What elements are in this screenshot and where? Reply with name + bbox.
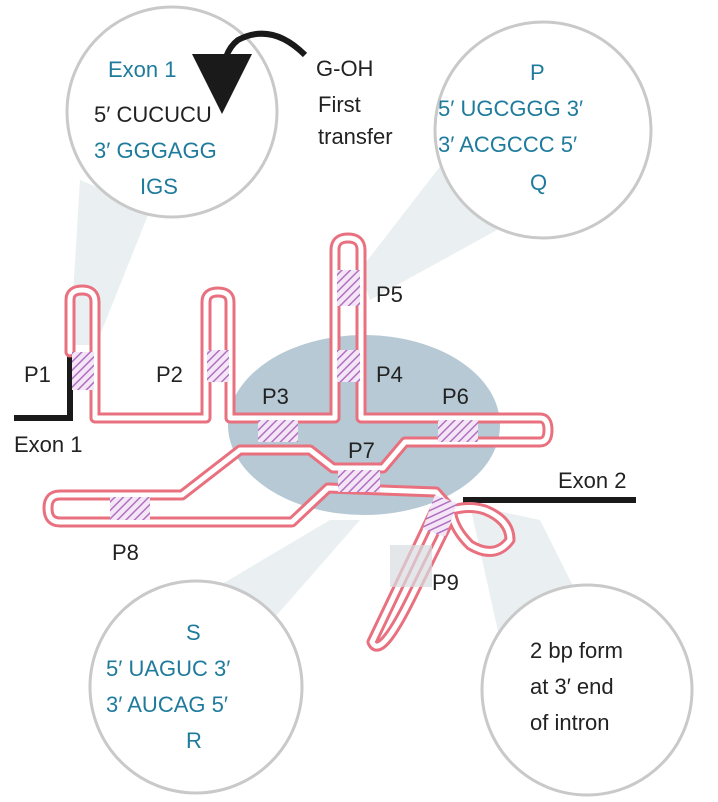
pairing-p3: [258, 420, 298, 442]
callout-bottom-left-strand-bottom: 3′ AUCAG 5′: [106, 692, 228, 717]
callout-top-left-igs: IGS: [140, 174, 178, 199]
pairing-p5: [337, 270, 360, 306]
first-transfer-line-1: First: [318, 92, 361, 117]
catalytic-core: [228, 335, 500, 515]
exon-1-strand: [14, 352, 73, 421]
helix-label-p3: P3: [262, 384, 289, 409]
pairing-p1: [72, 352, 94, 390]
helix-label-p4: P4: [376, 362, 403, 387]
pairing-p7: [338, 470, 380, 492]
callout-bottom-left-circle: [88, 579, 304, 795]
intron-rna-strand: [42, 232, 554, 652]
callout-top-left-strand-top: 5′ CUCUCU: [94, 102, 212, 127]
callout-top-right-q: Q: [530, 170, 547, 195]
callout-bottom-right-line-2: at 3′ end: [530, 674, 614, 699]
helix-label-p5: P5: [376, 282, 403, 307]
callout-bottom-left-r: R: [186, 728, 202, 753]
callout-top-right: P 5′ UGCGGG 3′ 3′ ACGCCC 5′ Q: [433, 20, 653, 240]
pairing-p2: [207, 350, 229, 382]
pairing-p9-shadow: [390, 545, 432, 587]
callout-top-left-strand-bottom: 3′ GGGAGG: [94, 138, 217, 163]
callout-bottom-right-line-1: 2 bp form: [530, 638, 623, 663]
callout-top-right-strand-top: 5′ UGCGGG 3′: [438, 96, 583, 121]
helix-label-p8: P8: [112, 540, 139, 565]
callout-bottom-left-s: S: [186, 620, 201, 645]
helix-label-p7: P7: [348, 438, 375, 463]
callout-bottom-left: S 5′ UAGUC 3′ 3′ AUCAG 5′ R: [88, 579, 304, 795]
helix-label-p6: P6: [442, 384, 469, 409]
callout-bottom-right-line-3: of intron: [530, 710, 610, 735]
helix-label-p2: P2: [156, 362, 183, 387]
callout-top-left-exon: Exon 1: [108, 57, 177, 82]
exon-2-label: Exon 2: [558, 468, 627, 493]
callout-top-right-p: P: [530, 60, 545, 85]
first-transfer-arrow: [192, 30, 308, 114]
pairing-p6: [438, 420, 478, 442]
helix-label-p9: P9: [432, 570, 459, 595]
callout-bottom-right: 2 bp form at 3′ end of intron: [480, 583, 694, 797]
helix-label-p1: P1: [24, 362, 51, 387]
pairing-p8: [110, 497, 150, 520]
pairing-p9: [422, 494, 458, 538]
pairing-p4: [337, 350, 360, 382]
exon-1-label: Exon 1: [14, 432, 83, 457]
first-transfer-line-2: transfer: [318, 124, 393, 149]
callout-bottom-left-strand-top: 5′ UAGUC 3′: [106, 656, 230, 681]
callout-top-right-strand-bottom: 3′ ACGCCC 5′: [438, 132, 577, 157]
callout-bottom-right-circle: [480, 583, 694, 797]
callout-top-right-circle: [433, 20, 653, 240]
g-oh-label: G-OH: [316, 56, 373, 81]
